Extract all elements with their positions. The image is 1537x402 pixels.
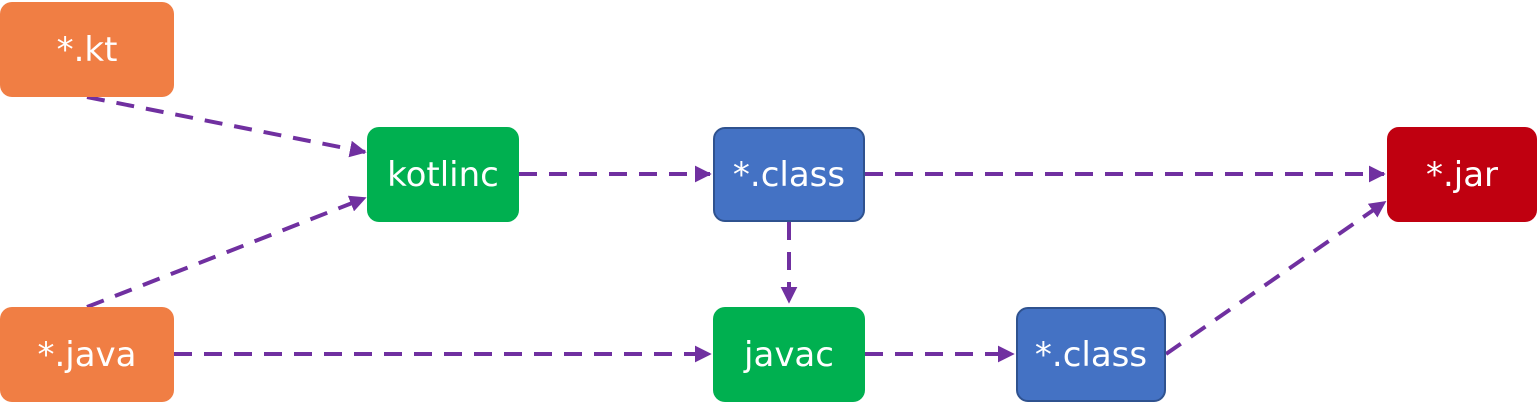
kotlin-source-label: *.kt bbox=[56, 29, 118, 70]
jar-archive-node: *.jar bbox=[1387, 127, 1537, 222]
edge-class-java-to-jar bbox=[1164, 200, 1387, 356]
java-class-output-label: *.class bbox=[1034, 334, 1148, 375]
java-source-label: *.java bbox=[37, 334, 137, 375]
jar-archive-label: *.jar bbox=[1425, 154, 1499, 195]
java-class-output-node: *.class bbox=[1016, 307, 1166, 402]
edge-java-to-kotlinc bbox=[86, 195, 367, 309]
edge-kt-to-kotlinc bbox=[86, 95, 367, 158]
kotlin-source-node: *.kt bbox=[0, 2, 174, 97]
kotlin-class-output-label: *.class bbox=[732, 154, 846, 195]
javac-label: javac bbox=[744, 334, 834, 375]
kotlin-class-output-node: *.class bbox=[713, 127, 865, 222]
kotlinc-node: kotlinc bbox=[367, 127, 519, 222]
javac-node: javac bbox=[713, 307, 865, 402]
kotlinc-label: kotlinc bbox=[387, 154, 499, 195]
java-source-node: *.java bbox=[0, 307, 174, 402]
